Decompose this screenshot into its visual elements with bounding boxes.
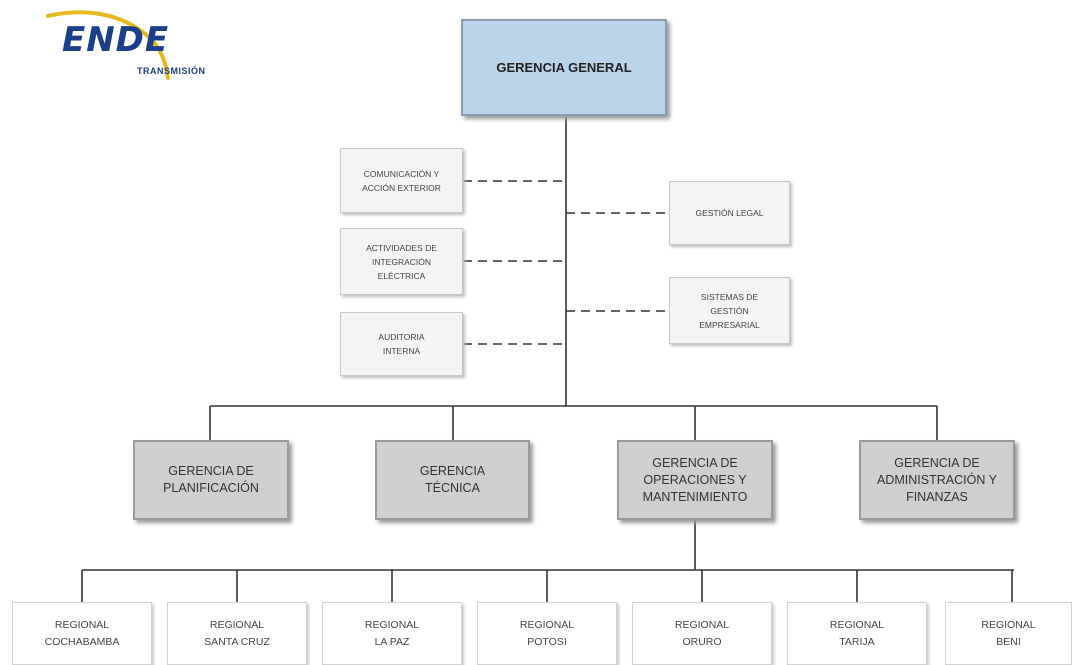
staff-label: GESTIÓN LEGAL bbox=[695, 208, 764, 218]
management-box-planificacion: GERENCIA DE PLANIFICACIÓN bbox=[133, 440, 289, 520]
management-label: GERENCIA DE OPERACIONES Y MANTENIMIENTO bbox=[642, 455, 748, 504]
regional-label: REGIONAL LA PAZ bbox=[364, 618, 420, 648]
gerencia-general-label: GERENCIA GENERAL bbox=[496, 60, 632, 75]
staff-box-gestion-legal: GESTIÓN LEGAL bbox=[669, 181, 790, 245]
regional-box-tarija: REGIONAL TARIJA bbox=[787, 602, 927, 665]
regional-box-santa-cruz: REGIONAL SANTA CRUZ bbox=[167, 602, 307, 665]
logo-subtitle: TRANSMISIÓN bbox=[137, 66, 206, 76]
staff-label: ACTIVIDADES DE INTEGRACIÓN ELÉCTRICA bbox=[366, 242, 437, 281]
regional-label: REGIONAL COCHABAMBA bbox=[44, 618, 120, 648]
logo-brand-text: ENDE bbox=[62, 20, 170, 60]
staff-box-sistemas: SISTEMAS DE GESTIÓN EMPRESARIAL bbox=[669, 277, 790, 344]
regional-label: REGIONAL TARIJA bbox=[829, 618, 885, 648]
management-box-administracion: GERENCIA DE ADMINISTRACIÓN Y FINANZAS bbox=[859, 440, 1015, 520]
regional-box-potosi: REGIONAL POTOSI bbox=[477, 602, 617, 665]
regional-box-la-paz: REGIONAL LA PAZ bbox=[322, 602, 462, 665]
management-box-tecnica: GERENCIA TÉCNICA bbox=[375, 440, 530, 520]
staff-label: SISTEMAS DE GESTIÓN EMPRESARIAL bbox=[699, 291, 760, 330]
gerencia-general-box: GERENCIA GENERAL bbox=[461, 19, 667, 116]
management-label: GERENCIA TÉCNICA bbox=[419, 464, 486, 495]
regional-box-cochabamba: REGIONAL COCHABAMBA bbox=[12, 602, 152, 665]
regional-label: REGIONAL POTOSI bbox=[519, 618, 575, 648]
staff-label: AUDITORIA INTERNA bbox=[378, 332, 425, 356]
logo-swoosh-icon bbox=[46, 10, 170, 80]
regional-label: REGIONAL BENI bbox=[981, 618, 1036, 648]
management-box-operaciones: GERENCIA DE OPERACIONES Y MANTENIMIENTO bbox=[617, 440, 773, 520]
staff-box-actividades: ACTIVIDADES DE INTEGRACIÓN ELÉCTRICA bbox=[340, 228, 463, 295]
staff-box-auditoria: AUDITORIA INTERNA bbox=[340, 312, 463, 376]
management-label: GERENCIA DE ADMINISTRACIÓN Y FINANZAS bbox=[877, 455, 997, 504]
staff-box-comunicacion: COMUNICACIÓN Y ACCIÓN EXTERIOR bbox=[340, 148, 463, 213]
regional-label: REGIONAL ORURO bbox=[674, 618, 730, 648]
staff-label: COMUNICACIÓN Y ACCIÓN EXTERIOR bbox=[362, 168, 441, 193]
regional-box-beni: REGIONAL BENI bbox=[945, 602, 1072, 665]
regional-box-oruro: REGIONAL ORURO bbox=[632, 602, 772, 665]
ende-transmision-logo: ENDE TRANSMISIÓN bbox=[42, 8, 252, 88]
management-label: GERENCIA DE PLANIFICACIÓN bbox=[163, 464, 259, 495]
regional-label: REGIONAL SANTA CRUZ bbox=[204, 618, 270, 648]
